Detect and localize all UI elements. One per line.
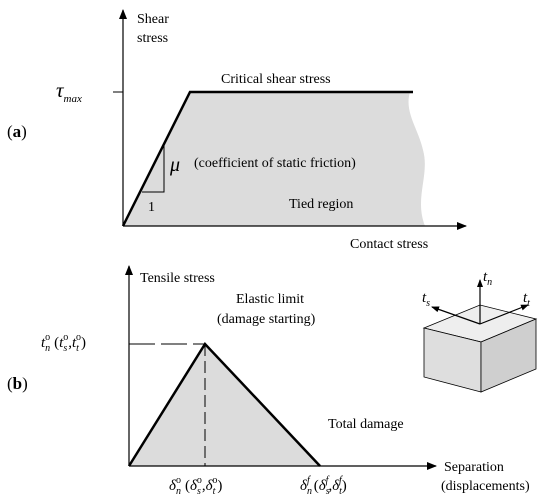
shear-s-direction-arrow [431, 306, 481, 325]
separation-axis-label: Separation [444, 460, 504, 475]
damage-region-fill [129, 344, 320, 466]
mu-symbol: μ [169, 154, 180, 176]
delta-onset-label: δno(δso,δto) [169, 475, 222, 497]
panel-a: (a) Shear stress τmax Critical shear str… [7, 9, 467, 252]
friction-coefficient-label: (coefficient of static friction) [194, 156, 356, 171]
shear-t-direction-arrow [479, 304, 529, 325]
tied-region-fill [123, 92, 425, 226]
cohesive-element-cube: tn ts tt [422, 269, 538, 393]
panel-b: (b) Tensile stress Elastic limit (damage… [7, 265, 538, 497]
cube-side-face [480, 318, 537, 393]
delta-failure-label: δnf(δsf,δtf) [300, 475, 347, 497]
shear-stress-axis-label-line2: stress [137, 31, 168, 46]
failure-envelope-line [121, 90, 413, 227]
slope-run-label: 1 [148, 200, 155, 215]
damage-starting-label: (damage starting) [217, 312, 316, 327]
traction-separation-line [127, 341, 321, 467]
slope-triangle [142, 146, 165, 193]
critical-shear-stress-label: Critical shear stress [221, 72, 331, 87]
panel-b-tag: (b) [7, 374, 28, 393]
normal-direction-label: tn [483, 269, 492, 288]
panel-a-tag: (a) [7, 122, 27, 141]
tied-region-label: Tied region [289, 197, 353, 212]
tau-max-label: τmax [56, 78, 82, 105]
shear-stress-axis-label: Shear [137, 12, 169, 27]
shear-s-direction-label: ts [422, 290, 430, 309]
shear-t-direction-label: tt [523, 290, 530, 309]
total-damage-label: Total damage [328, 417, 404, 432]
elastic-limit-label: Elastic limit [236, 292, 304, 307]
peak-stress-label: tno(tso,tto) [41, 332, 86, 354]
displacements-axis-label: (displacements) [441, 479, 530, 494]
contact-stress-axis-label: Contact stress [350, 237, 428, 252]
tensile-stress-axis-label: Tensile stress [140, 271, 215, 286]
